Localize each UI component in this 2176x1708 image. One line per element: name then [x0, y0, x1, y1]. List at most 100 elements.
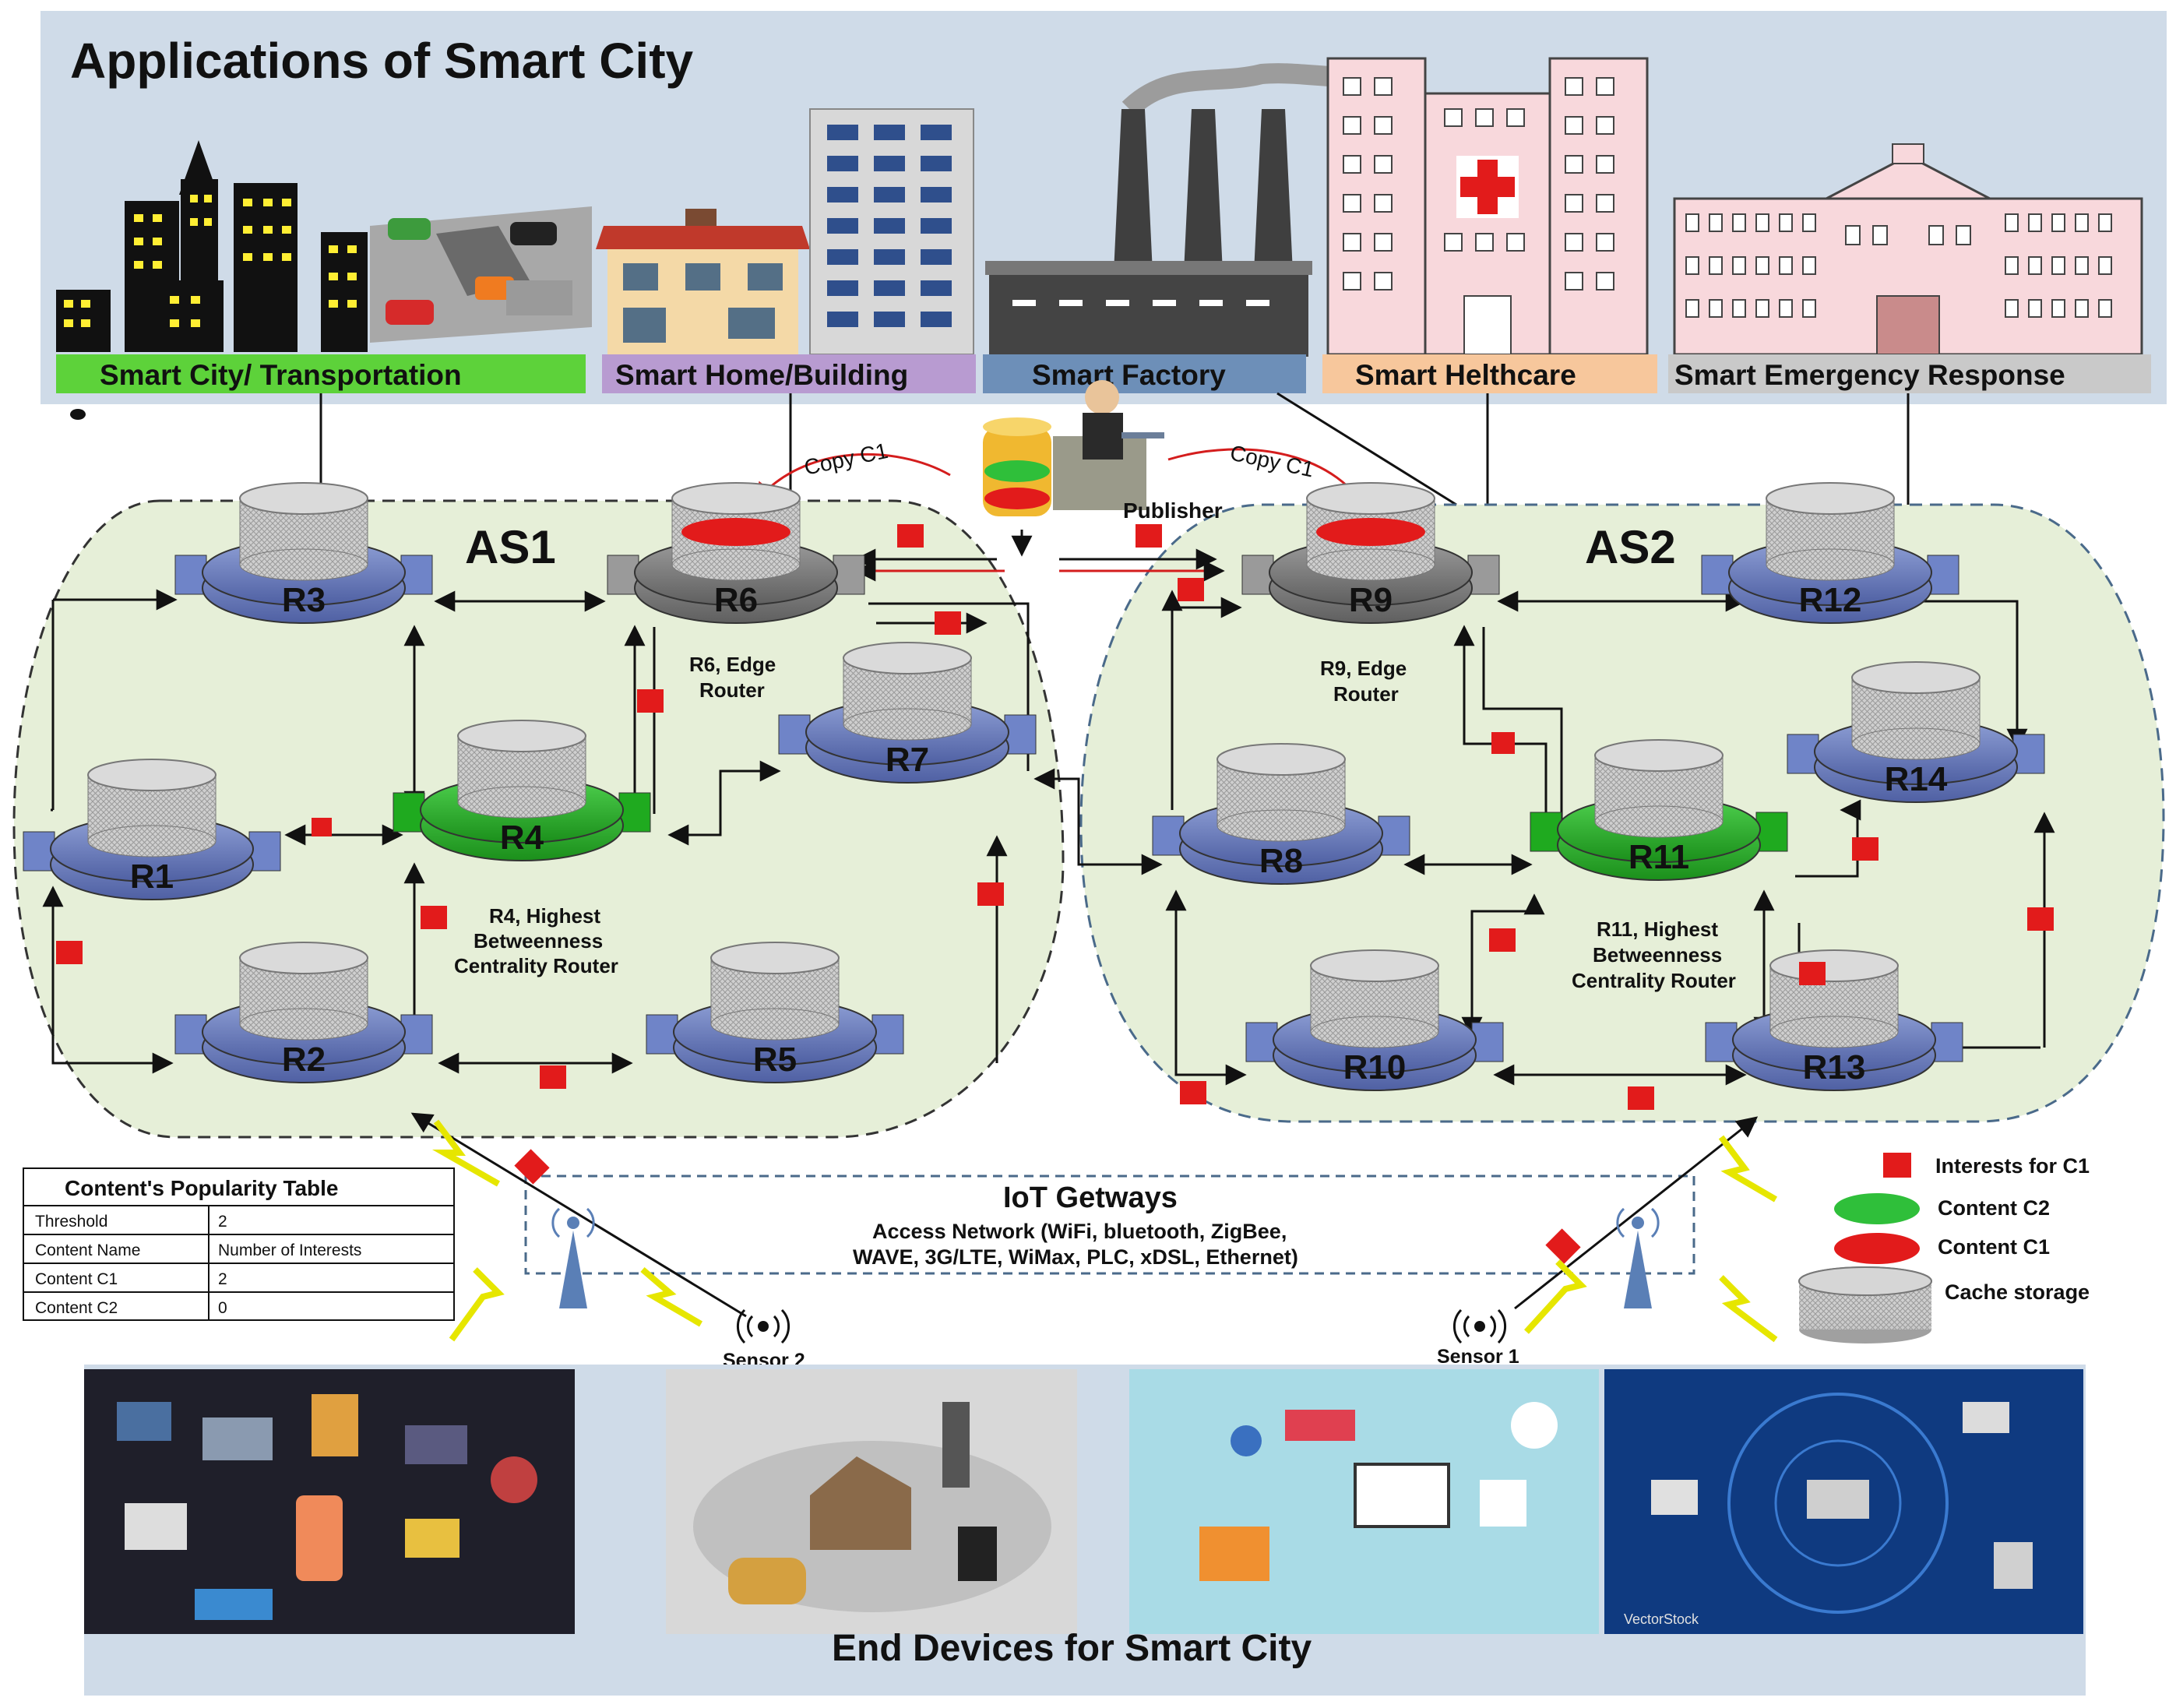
- router-label: R5: [753, 1041, 797, 1079]
- router-r6[interactable]: R6: [607, 482, 865, 624]
- router-port: [1241, 555, 1274, 595]
- iot-line2: WAVE, 3G/LTE, WiMax, PLC, xDSL, Ethernet…: [853, 1245, 1298, 1269]
- smart-city-buildings-illustration: [56, 140, 368, 352]
- router-port: [1931, 1022, 1963, 1062]
- router-label: R9: [1349, 581, 1393, 619]
- popularity-table: Content's Popularity Table Threshold 2 C…: [23, 1167, 455, 1321]
- hospital-illustration: [1326, 57, 1649, 356]
- router-port: [1530, 812, 1562, 852]
- router-r8[interactable]: R8: [1152, 743, 1410, 885]
- r9-note-line2: Router: [1333, 682, 1399, 706]
- legend: Interests for C1 Content C2 Content C1 C…: [1798, 1153, 2090, 1344]
- cache-storage-top: [239, 942, 368, 974]
- router-r5[interactable]: R5: [646, 942, 904, 1083]
- router-port: [1755, 812, 1788, 852]
- content-c1-icon: [1316, 518, 1425, 546]
- router-r10[interactable]: R10: [1245, 949, 1504, 1091]
- table-cell: Content C2: [35, 1299, 118, 1317]
- router-r13[interactable]: R13: [1705, 949, 1963, 1091]
- router-r1[interactable]: R1: [23, 759, 281, 900]
- interest-marker: [935, 611, 961, 635]
- device-image-smart-gadgets: [84, 1369, 575, 1634]
- router-port: [23, 831, 55, 872]
- interest-marker: [1545, 1228, 1581, 1264]
- emergency-building-illustration: [1673, 143, 2143, 356]
- router-port: [1471, 1022, 1504, 1062]
- legend-interest-icon: [1883, 1153, 1911, 1178]
- vectorstock-watermark: VectorStock: [1624, 1611, 1699, 1627]
- legend-label: Cache storage: [1945, 1280, 2090, 1304]
- r4-note-line3: Centrality Router: [454, 954, 618, 977]
- table-cell: Threshold: [35, 1213, 107, 1231]
- cache-storage-top: [1766, 482, 1895, 515]
- router-r4[interactable]: R4: [393, 720, 651, 861]
- publisher-person-icon: [1085, 380, 1119, 414]
- legend-cache-storage-icon: [1798, 1266, 1932, 1344]
- cache-storage-base: [457, 786, 586, 819]
- cache-storage-top: [457, 720, 586, 752]
- interest-marker: [312, 818, 332, 836]
- table-cell: Number of Interests: [218, 1241, 361, 1259]
- cache-storage-top: [1217, 743, 1346, 776]
- app-label-emergency: Smart Emergency Response: [1674, 359, 2065, 391]
- publisher-label: Publisher: [1123, 498, 1223, 523]
- router-r14[interactable]: R14: [1787, 661, 2045, 803]
- app-label-bar-healthcare[interactable]: [1322, 354, 1657, 393]
- legend-label: Content C1: [1938, 1235, 2050, 1259]
- legend-content-c2-icon: [1834, 1193, 1920, 1224]
- router-port: [871, 1014, 904, 1055]
- router-r3[interactable]: R3: [174, 482, 433, 624]
- bullet-dot: [70, 409, 86, 420]
- router-port: [174, 1014, 207, 1055]
- router-port: [778, 714, 811, 755]
- legend-label: Interests for C1: [1935, 1154, 2090, 1178]
- cache-storage-base: [239, 548, 368, 581]
- cache-storage-top: [710, 942, 840, 974]
- app-label-healthcare: Smart Helthcare: [1355, 359, 1576, 391]
- router-label: R12: [1799, 581, 1862, 619]
- app-label-bar-home[interactable]: [602, 354, 976, 393]
- r4-note-line2: Betweenness: [474, 929, 603, 953]
- popularity-table-title: Content's Popularity Table: [65, 1176, 339, 1200]
- cache-storage-top: [1769, 949, 1899, 982]
- office-building-illustration: [809, 108, 974, 355]
- router-r2[interactable]: R2: [174, 942, 433, 1083]
- router-label: R8: [1259, 842, 1303, 880]
- iot-line1: Access Network (WiFi, bluetooth, ZigBee,: [872, 1220, 1287, 1243]
- app-label-bar-emergency[interactable]: [1668, 354, 2151, 393]
- router-port: [833, 555, 865, 595]
- gateway-antenna-icon: [1616, 1207, 1660, 1308]
- table-cell: 2: [218, 1270, 227, 1288]
- iot-title: IoT Getways: [1003, 1182, 1178, 1214]
- interest-marker: [637, 689, 664, 713]
- as1-label: AS1: [465, 521, 556, 573]
- device-image-iot-ecosystem: VectorStock: [1604, 1369, 2083, 1634]
- interest-marker: [514, 1149, 550, 1185]
- cache-storage-top: [1306, 482, 1435, 515]
- router-label: R2: [282, 1041, 326, 1079]
- wireless-links: [410, 1112, 1778, 1343]
- router-port: [618, 792, 651, 833]
- router-label: R7: [886, 741, 929, 779]
- publisher-illustration: Publisher: [983, 380, 1223, 523]
- router-r12[interactable]: R12: [1701, 482, 1959, 624]
- cache-storage-base: [1594, 805, 1724, 838]
- router-r11[interactable]: R11: [1530, 739, 1788, 881]
- router-r7[interactable]: R7: [778, 642, 1037, 784]
- app-label-bar-transportation[interactable]: [56, 354, 586, 393]
- router-port: [1245, 1022, 1278, 1062]
- copy-c1-left-label: Copy C1: [802, 438, 890, 480]
- legend-label: Content C2: [1938, 1196, 2050, 1220]
- r11-note-line3: Centrality Router: [1572, 969, 1736, 992]
- router-r9[interactable]: R9: [1241, 482, 1500, 624]
- sensor-1-icon: Sensor 1: [1437, 1308, 1519, 1368]
- interest-marker: [1852, 837, 1878, 861]
- app-label-bar-factory[interactable]: [983, 354, 1306, 393]
- interest-marker: [421, 906, 447, 929]
- table-cell: 2: [218, 1213, 227, 1231]
- as2-label: AS2: [1585, 521, 1676, 573]
- router-port: [400, 555, 433, 595]
- cache-storage-base: [1310, 1016, 1439, 1048]
- page-title: Applications of Smart City: [70, 33, 694, 89]
